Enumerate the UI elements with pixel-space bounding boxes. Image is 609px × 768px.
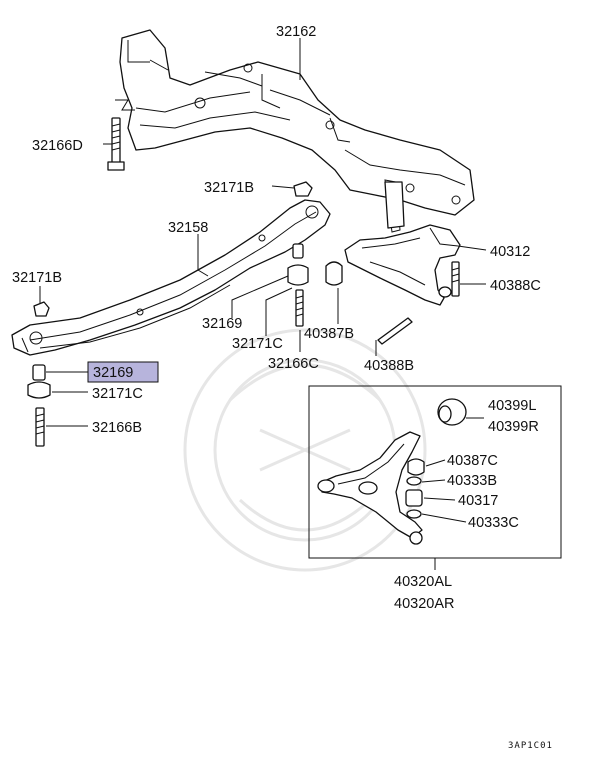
label-40320AL: 40320AL <box>394 574 452 590</box>
label-40387B: 40387B <box>304 326 354 342</box>
bushing-40399 <box>437 398 467 426</box>
bushing-32169-mid <box>292 243 304 259</box>
label-32171B-top: 32171B <box>204 180 254 196</box>
label-32158: 32158 <box>168 220 208 236</box>
label-32169-highlighted[interactable]: 32169 <box>93 365 133 381</box>
bolt-40388B <box>377 317 413 345</box>
bolt-32166B <box>35 407 45 447</box>
label-40317: 40317 <box>458 493 498 509</box>
bushing-40317 <box>405 489 423 507</box>
label-32162: 32162 <box>276 24 316 40</box>
bushing-32169-left <box>32 364 46 381</box>
diagram-code: 3AP1C01 <box>508 741 553 751</box>
lower-arm-40320 <box>317 431 423 545</box>
label-32171B-left: 32171B <box>12 270 62 286</box>
label-32166B: 32166B <box>92 420 142 436</box>
label-32166C: 32166C <box>268 356 319 372</box>
label-40388B: 40388B <box>364 358 414 374</box>
label-32171C-mid: 32171C <box>232 336 283 352</box>
label-32166D: 32166D <box>32 138 83 154</box>
label-32169-mid: 32169 <box>202 316 242 332</box>
leader-lines <box>39 38 487 570</box>
crossmember-32162 <box>115 29 475 233</box>
bushing-40387B <box>325 261 343 286</box>
bolt-32166D <box>107 117 125 171</box>
nut-32171B-top <box>293 181 313 197</box>
label-40320AR: 40320AR <box>394 596 454 612</box>
bolt-40388C <box>451 261 460 297</box>
lower-arm-40312 <box>344 224 461 306</box>
bolt-32166C <box>295 289 304 327</box>
nut-32171C-left <box>27 381 51 399</box>
label-40333B: 40333B <box>447 473 497 489</box>
nut-32171B-left <box>33 301 50 317</box>
nut-32171C-mid <box>287 264 309 286</box>
bushing-40387C <box>407 458 425 476</box>
label-40312: 40312 <box>490 244 530 260</box>
label-40399R: 40399R <box>488 419 539 435</box>
label-40399L: 40399L <box>488 398 536 414</box>
label-40388C: 40388C <box>490 278 541 294</box>
label-32171C-left: 32171C <box>92 386 143 402</box>
ring-40333C <box>406 509 422 519</box>
ring-40333B <box>406 476 422 486</box>
subframe-bar-32158 <box>11 199 331 356</box>
label-40387C: 40387C <box>447 453 498 469</box>
highlight-32169 <box>87 361 159 383</box>
label-40333C: 40333C <box>468 515 519 531</box>
